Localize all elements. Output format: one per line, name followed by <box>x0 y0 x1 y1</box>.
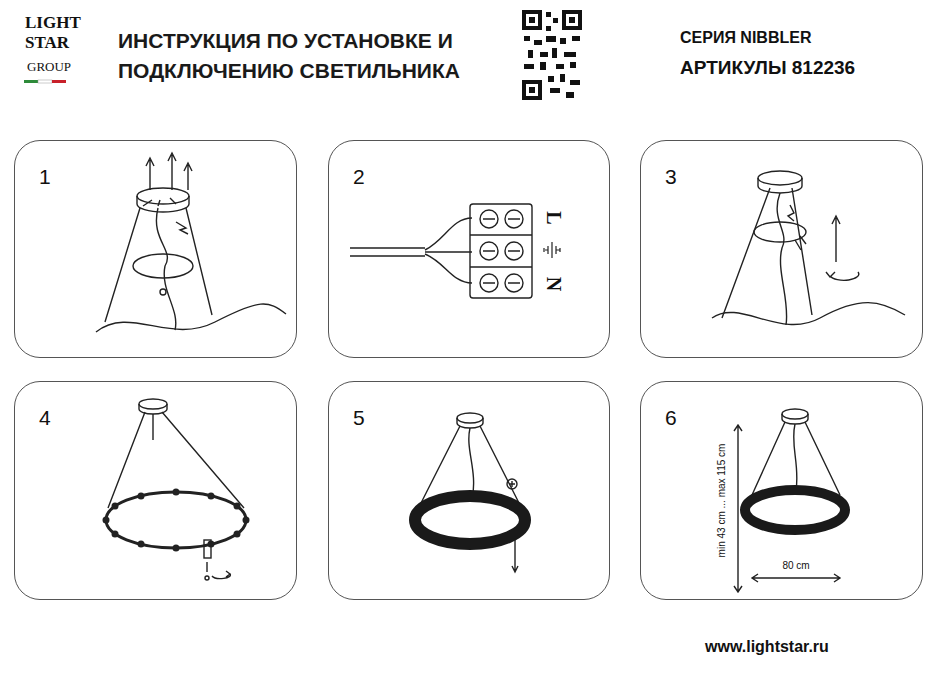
article-number: АРТИКУЛЫ 812236 <box>680 58 855 79</box>
step-number: 3 <box>641 141 922 189</box>
height-dimension: min 43 cm ... max 115 cm <box>717 443 728 557</box>
logo-text: LIGHT <box>25 14 81 33</box>
website: www.lightstar.ru <box>705 638 829 656</box>
step-panel: 2 <box>328 140 610 358</box>
logo-text: GROUP <box>27 60 71 74</box>
step-number: 1 <box>15 141 296 189</box>
step-panel: 6 <box>640 381 923 600</box>
phase-terminal: L <box>543 211 565 224</box>
step-panel: 1 <box>14 140 297 358</box>
title: ИНСТРУКЦИЯ ПО УСТАНОВКЕ И ПОДКЛЮЧЕНИЮ СВ… <box>118 26 513 86</box>
neutral-terminal: N <box>543 277 565 291</box>
step-number: 2 <box>329 141 609 189</box>
step-panel: 3 <box>640 140 923 358</box>
width-dimension: 80 cm <box>782 560 809 571</box>
step-panel: 4 <box>14 381 297 600</box>
step-number: 4 <box>15 382 296 430</box>
step-panel: 5 <box>328 381 610 600</box>
logo-text: STAR <box>25 34 69 53</box>
series-name: СЕРИЯ NIBBLER <box>680 29 811 47</box>
step-number: 6 <box>641 382 922 430</box>
step-number: 5 <box>329 382 609 430</box>
